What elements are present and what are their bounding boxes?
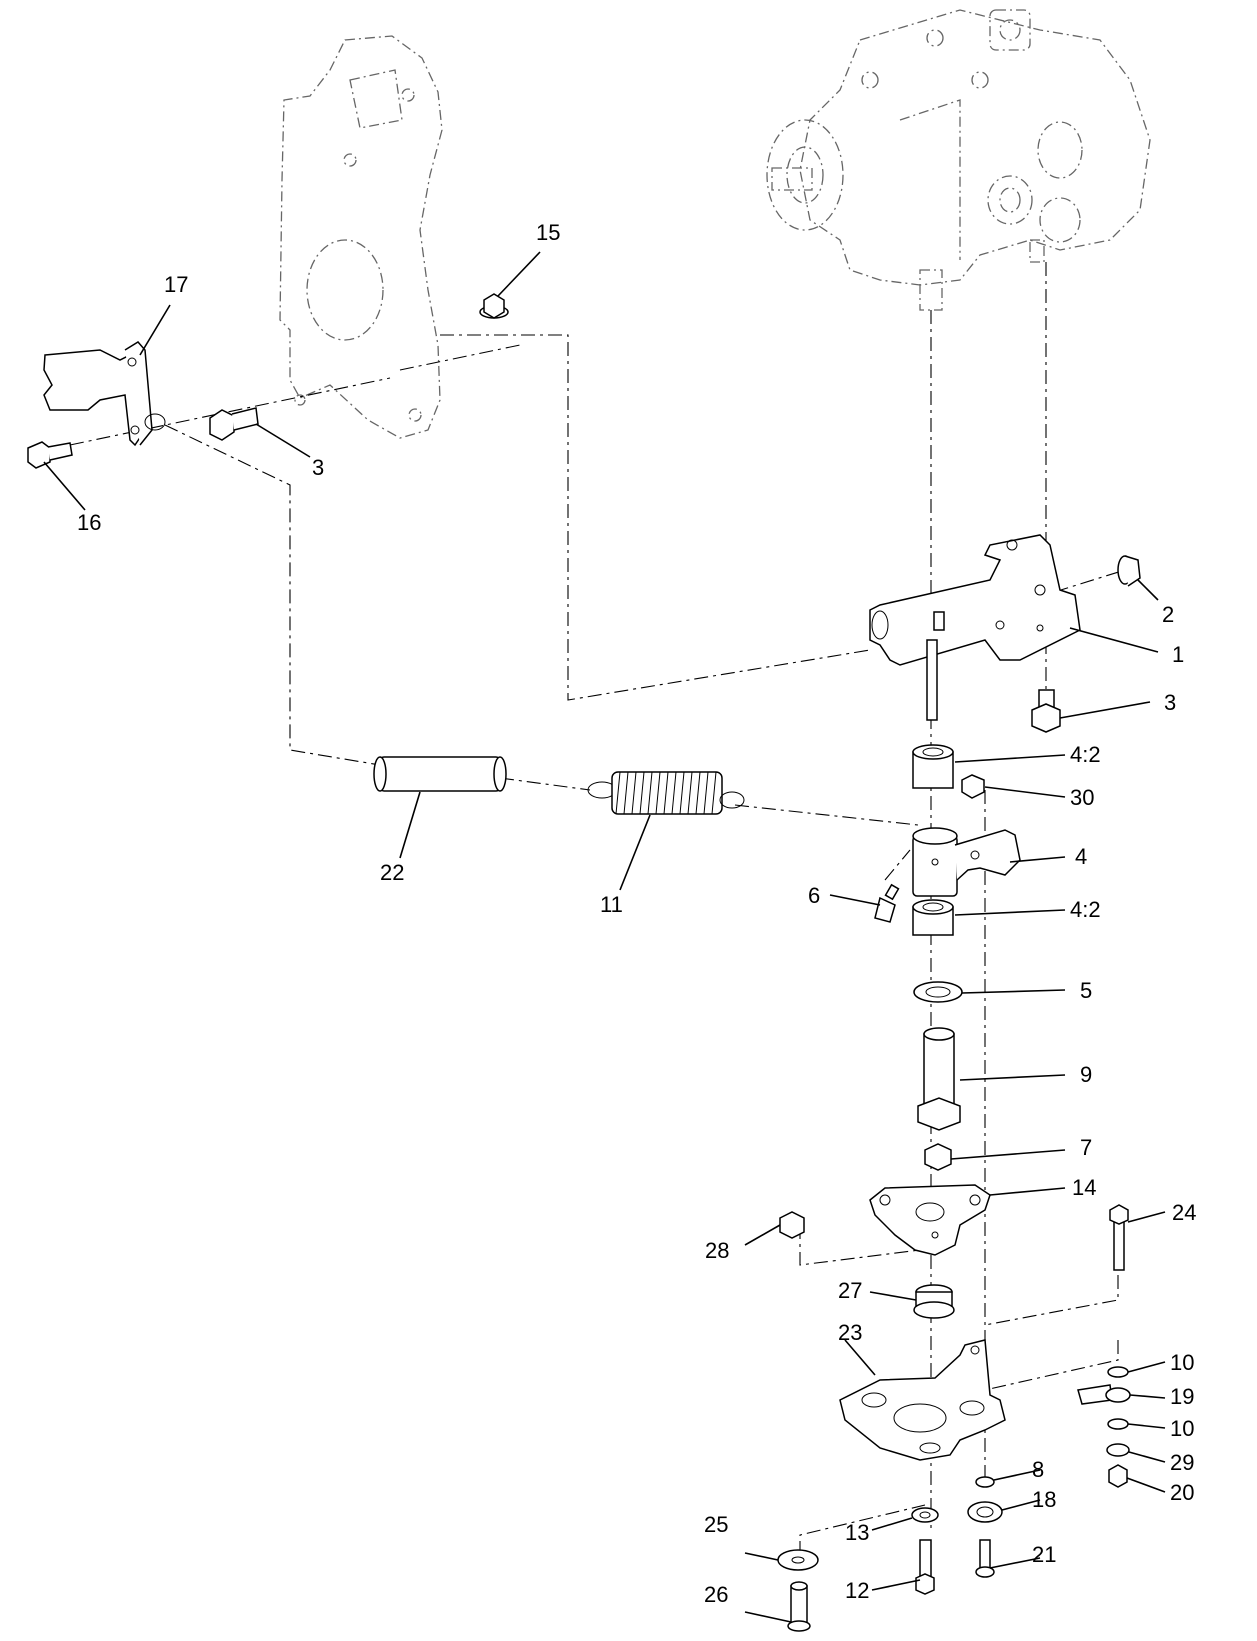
callout-4-2-lower: 4:2: [1070, 897, 1101, 922]
part-19-ball-joint: [1077, 1384, 1131, 1405]
part-1-bracket: [869, 534, 1081, 666]
part-4-pivot-arm: [912, 827, 1021, 897]
callout-24: 24: [1172, 1200, 1196, 1225]
callout-23: 23: [838, 1320, 862, 1345]
callout-17: 17: [164, 272, 188, 297]
callout-12: 12: [845, 1578, 869, 1603]
part-3-bolt-lower: [1031, 689, 1061, 733]
callout-4: 4: [1075, 844, 1087, 869]
pivot-pin: [926, 639, 938, 721]
part-25-washer: [777, 1549, 819, 1571]
callout-10-lower: 10: [1170, 1416, 1194, 1441]
callout-11: 11: [600, 892, 623, 917]
callout-6: 6: [808, 883, 820, 908]
part-28-nut: [779, 1211, 805, 1239]
callout-21: 21: [1032, 1542, 1056, 1567]
callout-8: 8: [1032, 1457, 1044, 1482]
callout-20: 20: [1170, 1480, 1194, 1505]
part-29-washer: [1106, 1443, 1130, 1457]
callout-1: 1: [1172, 642, 1184, 667]
part-6-grease-fitting: [874, 883, 900, 923]
part-18-bearing: [967, 1501, 1003, 1523]
callout-3-lower: 3: [1164, 690, 1176, 715]
callout-4-2-upper: 4:2: [1070, 742, 1101, 767]
mounting-plate-phantom: [279, 35, 443, 439]
callout-28: 28: [705, 1238, 729, 1263]
callout-3-upper: 3: [312, 455, 324, 480]
callout-16: 16: [77, 510, 101, 535]
callout-27: 27: [838, 1278, 862, 1303]
callout-5: 5: [1080, 978, 1092, 1003]
callout-19: 19: [1170, 1384, 1194, 1409]
callout-26: 26: [704, 1582, 728, 1607]
part-14-plate: [869, 1184, 991, 1256]
callout-29: 29: [1170, 1450, 1194, 1475]
part-21-bolt: [975, 1539, 995, 1578]
part-2-flange-nut: [1117, 555, 1141, 587]
part-10-washer-upper: [1107, 1366, 1129, 1378]
callout-18: 18: [1032, 1487, 1056, 1512]
callout-13: 13: [845, 1520, 869, 1545]
part-20-nut: [1108, 1464, 1128, 1488]
leader-lines: [43, 251, 1166, 1623]
part-7-nut: [924, 1143, 952, 1171]
callout-labels: 1 2 3 3 4:2 30 4 4:2 5 9 7 14 6 28 24 27…: [77, 220, 1196, 1607]
part-22-spacer: [373, 756, 507, 792]
callout-9: 9: [1080, 1062, 1092, 1087]
part-16-bolt: [27, 441, 73, 469]
part-30-nut: [961, 774, 985, 799]
part-9-shaft: [917, 1027, 961, 1131]
part-27-isolator: [913, 1284, 955, 1319]
callout-7: 7: [1080, 1135, 1092, 1160]
callout-2: 2: [1162, 602, 1174, 627]
part-4-2-bushing-upper: [912, 744, 954, 789]
callout-25: 25: [704, 1512, 728, 1537]
part-10-washer-lower: [1107, 1418, 1129, 1430]
callout-15: 15: [536, 220, 560, 245]
part-5-washer: [913, 981, 963, 1003]
part-24-bolt: [1109, 1204, 1129, 1271]
callout-22: 22: [380, 860, 404, 885]
hydro-pump-phantom: [766, 9, 1151, 311]
part-15-flange-nut: [479, 293, 509, 319]
part-17-bracket: [43, 341, 166, 447]
part-4-2-bushing-lower: [912, 899, 954, 936]
part-12-bolt: [915, 1539, 935, 1595]
callout-30: 30: [1070, 785, 1094, 810]
part-11-spring: [587, 771, 745, 815]
callout-10-upper: 10: [1170, 1350, 1194, 1375]
part-26-pin: [787, 1581, 811, 1632]
part-23-plate: [839, 1339, 1006, 1461]
callout-14: 14: [1072, 1175, 1096, 1200]
part-13-washer: [911, 1507, 939, 1523]
part-8-washer: [975, 1476, 995, 1488]
part-3-bolt-upper: [209, 407, 259, 441]
